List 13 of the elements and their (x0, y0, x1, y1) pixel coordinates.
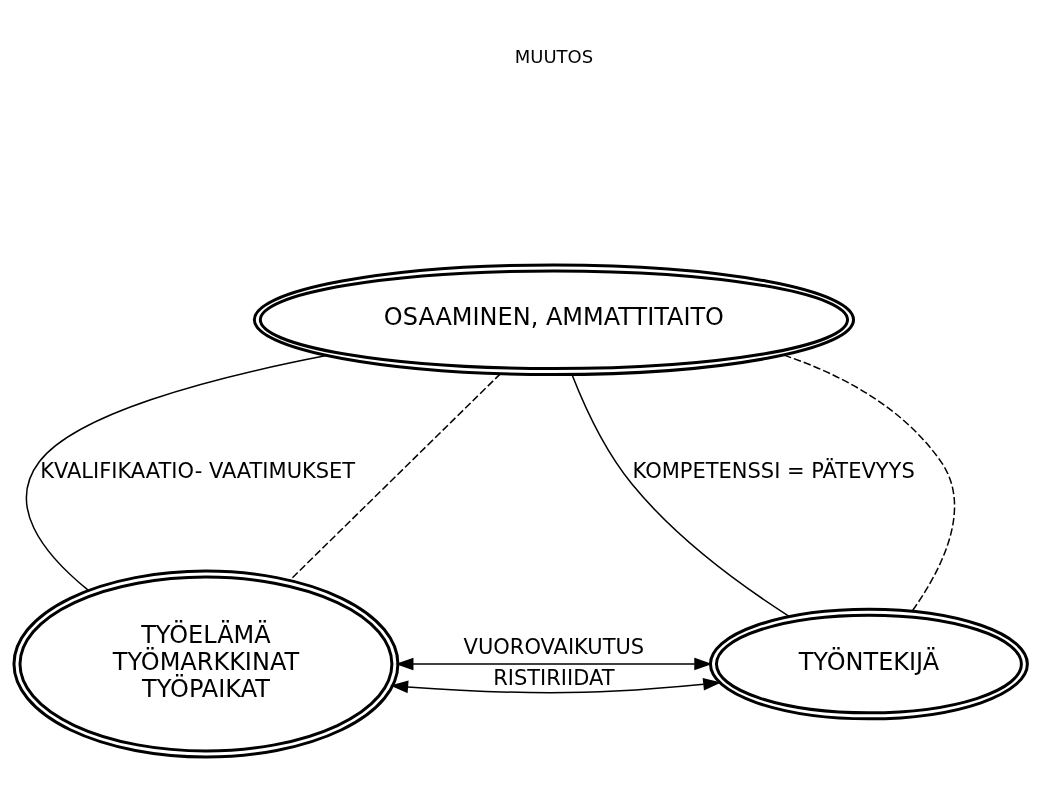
node-ellipse: TYÖELÄMÄ TYÖMARKKINAT TYÖPAIKAT (12, 569, 400, 759)
connector (289, 373, 502, 581)
edge-label: KOMPETENSSI = PÄTEVYYS (632, 459, 915, 484)
edge-label: KVALIFIKAATIO- VAATIMUKSET (40, 459, 356, 484)
node-ellipse: TYÖNTEKIJÄ (708, 607, 1029, 721)
arrow (390, 677, 722, 694)
connector (571, 374, 790, 618)
connector (783, 354, 956, 612)
connector (25, 354, 328, 591)
label: MUUTOS (514, 46, 594, 68)
edge-label: VUOROVAIKUTUS (463, 634, 645, 659)
node-ellipse: OSAAMINEN, AMMATTITAITO (252, 263, 856, 377)
edge-label: RISTIRIIDAT (493, 666, 615, 691)
